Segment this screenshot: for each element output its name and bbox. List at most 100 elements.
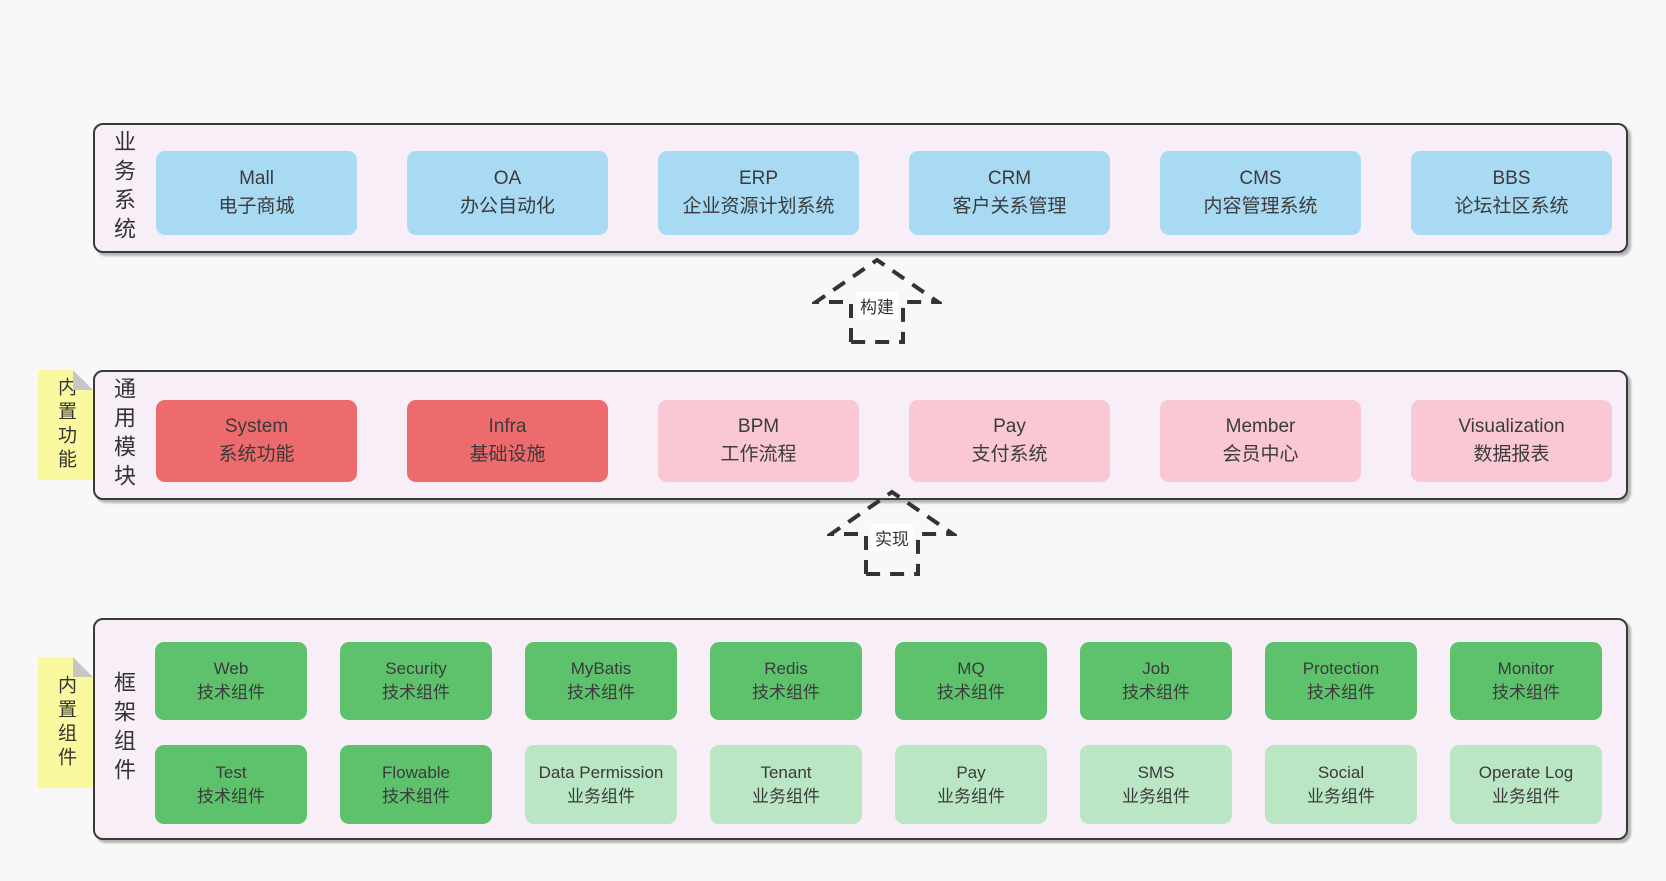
box-subtitle: 业务组件: [752, 786, 820, 806]
box-data-permission: Data Permission 业务组件: [525, 745, 677, 824]
box-subtitle: 技术组件: [1122, 683, 1190, 702]
box-subtitle: 技术组件: [567, 683, 635, 702]
box-title: MyBatis: [570, 659, 632, 678]
box-title: BBS: [1492, 168, 1531, 189]
box-subtitle: 业务组件: [1492, 786, 1560, 806]
box-title: Redis: [764, 659, 808, 678]
box-title: Pay: [956, 762, 986, 782]
box-subtitle: 电子商城: [218, 196, 295, 217]
box-subtitle: 论坛社区系统: [1454, 196, 1569, 217]
box-visualization: Visualization 数据报表: [1411, 400, 1612, 482]
box-title: Protection: [1302, 659, 1380, 678]
box-infra: Infra 基础设施: [407, 400, 608, 482]
box-member: Member 会员中心: [1160, 400, 1361, 482]
box-title: CRM: [987, 168, 1032, 189]
box-test: Test 技术组件: [155, 745, 307, 824]
box-subtitle: 技术组件: [1492, 683, 1560, 702]
box-bbs: BBS 论坛社区系统: [1411, 151, 1612, 235]
box-title: BPM: [737, 416, 780, 437]
box-title: Social: [1317, 762, 1365, 782]
box-mq: MQ 技术组件: [895, 642, 1047, 720]
box-redis: Redis 技术组件: [710, 642, 862, 720]
box-title: Test: [215, 762, 247, 782]
panel-common-modules: 通用模块 System 系统功能 Infra 基础设施 BPM 工作流程 Pay…: [93, 370, 1628, 500]
arrow-up-icon: [812, 257, 942, 344]
box-title: Monitor: [1497, 659, 1555, 678]
box-bpm: BPM 工作流程: [658, 400, 859, 482]
box-subtitle: 办公自动化: [459, 196, 555, 217]
box-title: Infra: [488, 416, 527, 437]
panel-business-systems: 业务系统 Mall 电子商城 OA 办公自动化 ERP 企业资源计划系统 CRM…: [93, 123, 1628, 253]
sticky-built-in-features: 内置功能: [38, 370, 93, 480]
box-subtitle: 业务组件: [1307, 786, 1375, 806]
box-subtitle: 工作流程: [720, 444, 797, 465]
box-title: System: [224, 416, 289, 437]
box-operate-log: Operate Log 业务组件: [1450, 745, 1602, 824]
box-subtitle: 会员中心: [1222, 444, 1299, 465]
box-subtitle: 数据报表: [1473, 444, 1550, 465]
box-title: Operate Log: [1478, 762, 1574, 782]
box-subtitle: 技术组件: [197, 786, 265, 806]
sticky-fold-corner: [73, 657, 93, 677]
box-tenant: Tenant 业务组件: [710, 745, 862, 824]
box-subtitle: 客户关系管理: [952, 196, 1067, 217]
box-title: SMS: [1137, 762, 1175, 782]
box-job: Job 技术组件: [1080, 642, 1232, 720]
box-monitor: Monitor 技术组件: [1450, 642, 1602, 720]
business-systems-side-label: 业务系统: [108, 125, 138, 251]
box-subtitle: 企业资源计划系统: [682, 196, 835, 217]
box-subtitle: 技术组件: [197, 683, 265, 702]
box-subtitle: 技术组件: [382, 786, 450, 806]
box-subtitle: 系统功能: [218, 444, 295, 465]
box-erp: ERP 企业资源计划系统: [658, 151, 859, 235]
box-title: Member: [1225, 416, 1296, 437]
box-subtitle: 技术组件: [1307, 683, 1375, 702]
box-system: System 系统功能: [156, 400, 357, 482]
box-title: Web: [213, 659, 249, 678]
box-title: Data Permission: [538, 762, 664, 782]
box-security: Security 技术组件: [340, 642, 492, 720]
box-title: ERP: [738, 168, 779, 189]
box-subtitle: 业务组件: [1122, 786, 1190, 806]
arrow-up-icon: [827, 489, 957, 576]
arrow-build-label: 构建: [856, 292, 898, 319]
box-crm: CRM 客户关系管理: [909, 151, 1110, 235]
framework-components-side-label: 框架组件: [108, 620, 138, 838]
box-cms: CMS 内容管理系统: [1160, 151, 1361, 235]
common-modules-side-label: 通用模块: [108, 372, 138, 498]
box-subtitle: 技术组件: [752, 683, 820, 702]
box-title: Pay: [993, 416, 1026, 437]
box-title: Job: [1142, 659, 1170, 678]
arrow-implement-label: 实现: [871, 524, 913, 551]
box-title: Tenant: [760, 762, 812, 782]
sticky-built-in-components: 内置组件: [38, 657, 93, 788]
side-label-text: 框架组件: [111, 671, 136, 787]
box-subtitle: 业务组件: [937, 786, 1005, 806]
side-label-text: 业务系统: [111, 130, 136, 246]
box-protection: Protection 技术组件: [1265, 642, 1417, 720]
panel-framework-components: 框架组件 Web 技术组件 Security 技术组件 MyBatis 技术组件…: [93, 618, 1628, 840]
box-title: Flowable: [381, 762, 451, 782]
arrow-implement: 实现: [827, 488, 957, 578]
box-sms: SMS 业务组件: [1080, 745, 1232, 824]
sticky-label-text: 内置功能: [55, 377, 76, 473]
box-subtitle: 技术组件: [937, 683, 1005, 702]
box-title: Mall: [239, 168, 274, 189]
box-mall: Mall 电子商城: [156, 151, 357, 235]
box-web: Web 技术组件: [155, 642, 307, 720]
box-subtitle: 业务组件: [567, 786, 635, 806]
box-pay-component: Pay 业务组件: [895, 745, 1047, 824]
box-mybatis: MyBatis 技术组件: [525, 642, 677, 720]
box-title: Visualization: [1458, 416, 1565, 437]
box-subtitle: 内容管理系统: [1203, 196, 1318, 217]
box-title: Security: [385, 659, 447, 678]
box-flowable: Flowable 技术组件: [340, 745, 492, 824]
box-oa: OA 办公自动化: [407, 151, 608, 235]
box-social: Social 业务组件: [1265, 745, 1417, 824]
side-label-text: 通用模块: [111, 377, 136, 493]
arrow-build: 构建: [812, 256, 942, 346]
box-subtitle: 技术组件: [382, 683, 450, 702]
box-title: CMS: [1239, 168, 1282, 189]
sticky-fold-corner: [73, 370, 93, 390]
